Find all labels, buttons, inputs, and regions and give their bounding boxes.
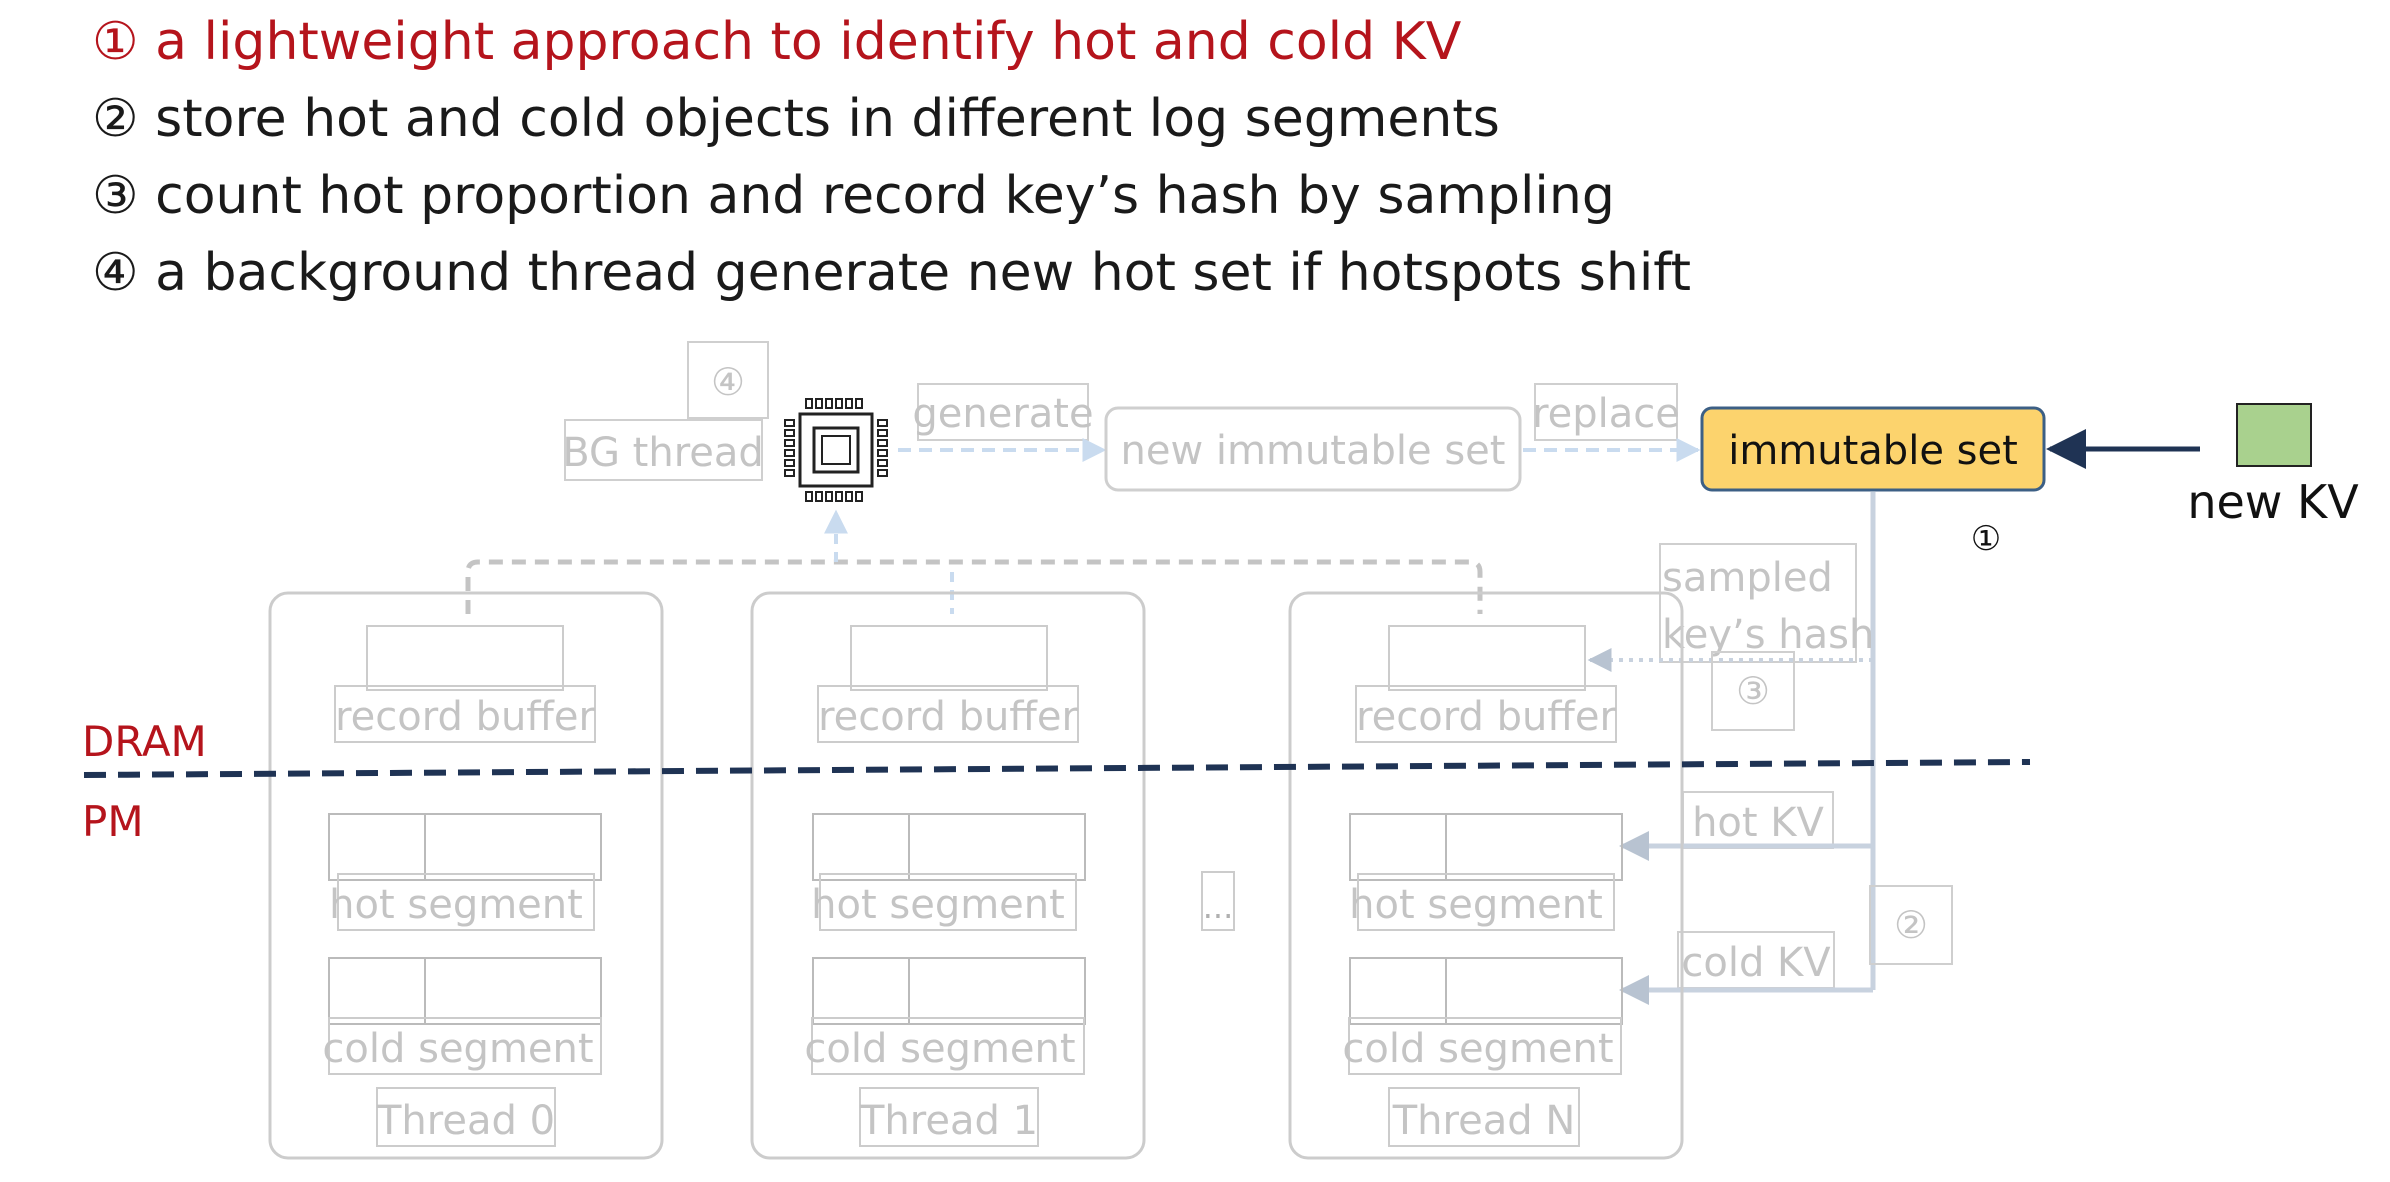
bg-thread-box: BG thread: [562, 419, 764, 481]
dram-label: DRAM: [82, 717, 207, 766]
thread-1-cold-segment-label: cold segment: [804, 1026, 1075, 1072]
thread-1-panel: record buffer hot segment cold segment T…: [750, 591, 1146, 1160]
thread-n-cold-segment-label: cold segment: [1342, 1026, 1613, 1072]
thread-n-panel: record buffer hot segment cold segment T…: [1288, 591, 1684, 1160]
thread-0-record-buffer-slot: [366, 625, 564, 691]
cold-kv-label: cold KV: [1677, 931, 1835, 989]
cpu-chip-icon: [784, 398, 888, 502]
thread-n-name: Thread N: [1392, 1098, 1576, 1144]
pm-label: PM: [82, 797, 144, 846]
step-3-text: ③ count hot proportion and record key’s …: [92, 166, 1615, 226]
sampled-hash-line1: sampled: [1662, 555, 1833, 601]
thread-n-record-buffer-label: record buffer: [1356, 694, 1616, 740]
step-4-marker: ④: [687, 341, 769, 419]
thread-0-panel: record buffer hot segment cold segment T…: [268, 591, 664, 1160]
thread-1-hot-segment-slots: [812, 813, 1086, 881]
record-collection-line: [465, 559, 1483, 614]
thread-1-record-buffer-label: record buffer: [818, 694, 1078, 740]
step-2-text: ② store hot and cold objects in differen…: [92, 89, 1500, 149]
thread-1-record-buffer-slot: [850, 625, 1048, 691]
generate-text: generate: [912, 391, 1093, 437]
new-kv-box: [2236, 403, 2312, 467]
replace-label: replace: [1532, 383, 1680, 441]
thread-1-name: Thread 1: [859, 1098, 1038, 1144]
thread-0-record-buffer-label: record buffer: [335, 694, 595, 740]
cold-kv-text: cold KV: [1681, 940, 1831, 986]
thread-0-cold-segment-label: cold segment: [322, 1026, 593, 1072]
step-4-marker-label: ④: [711, 360, 745, 404]
thread-0-hot-segment-slots: [328, 813, 602, 881]
step-1-marker: ①: [1971, 519, 2001, 559]
generate-label: generate: [912, 383, 1094, 441]
thread-n-cold-segment-slots: [1349, 957, 1623, 1025]
thread-1-hot-segment-label: hot segment: [811, 882, 1065, 928]
step-2-marker-label: ②: [1894, 903, 1928, 947]
sampled-hash-line2: key’s hash: [1662, 612, 1874, 658]
thread-1-cold-segment-slots: [812, 957, 1086, 1025]
thread-0-hot-segment-label: hot segment: [329, 882, 583, 928]
immutable-set-label: immutable set: [1728, 428, 2018, 474]
step-2-marker: ②: [1869, 885, 1953, 965]
step-3-marker: ③: [1711, 651, 1795, 731]
step-1-text: ① a lightweight approach to identify hot…: [92, 12, 1462, 72]
step-4-text: ④ a background thread generate new hot s…: [92, 243, 1692, 303]
new-immutable-set-box: new immutable set: [1104, 406, 1522, 492]
thread-n-hot-segment-slots: [1349, 813, 1623, 881]
dram-pm-divider: [83, 759, 2031, 778]
immutable-set-box: immutable set: [1700, 406, 2046, 492]
thread-0-cold-segment-slots: [328, 957, 602, 1025]
bg-thread-label: BG thread: [562, 430, 764, 476]
sampled-hash-box: sampled key’s hash: [1659, 543, 1874, 663]
step-3-marker-label: ③: [1736, 669, 1770, 713]
thread-n-record-buffer-slot: [1388, 625, 1586, 691]
replace-text: replace: [1532, 391, 1680, 437]
ellipsis-text: ...: [1203, 888, 1234, 926]
hot-kv-text: hot KV: [1692, 800, 1824, 846]
new-kv-label: new KV: [2187, 475, 2359, 529]
more-threads-ellipsis: ...: [1201, 871, 1235, 931]
thread-n-hot-segment-label: hot segment: [1349, 882, 1603, 928]
hot-kv-label: hot KV: [1682, 791, 1834, 849]
step-list: ① a lightweight approach to identify hot…: [92, 4, 1691, 312]
thread-0-name: Thread 0: [376, 1098, 555, 1144]
new-immutable-set-label: new immutable set: [1121, 428, 1506, 474]
